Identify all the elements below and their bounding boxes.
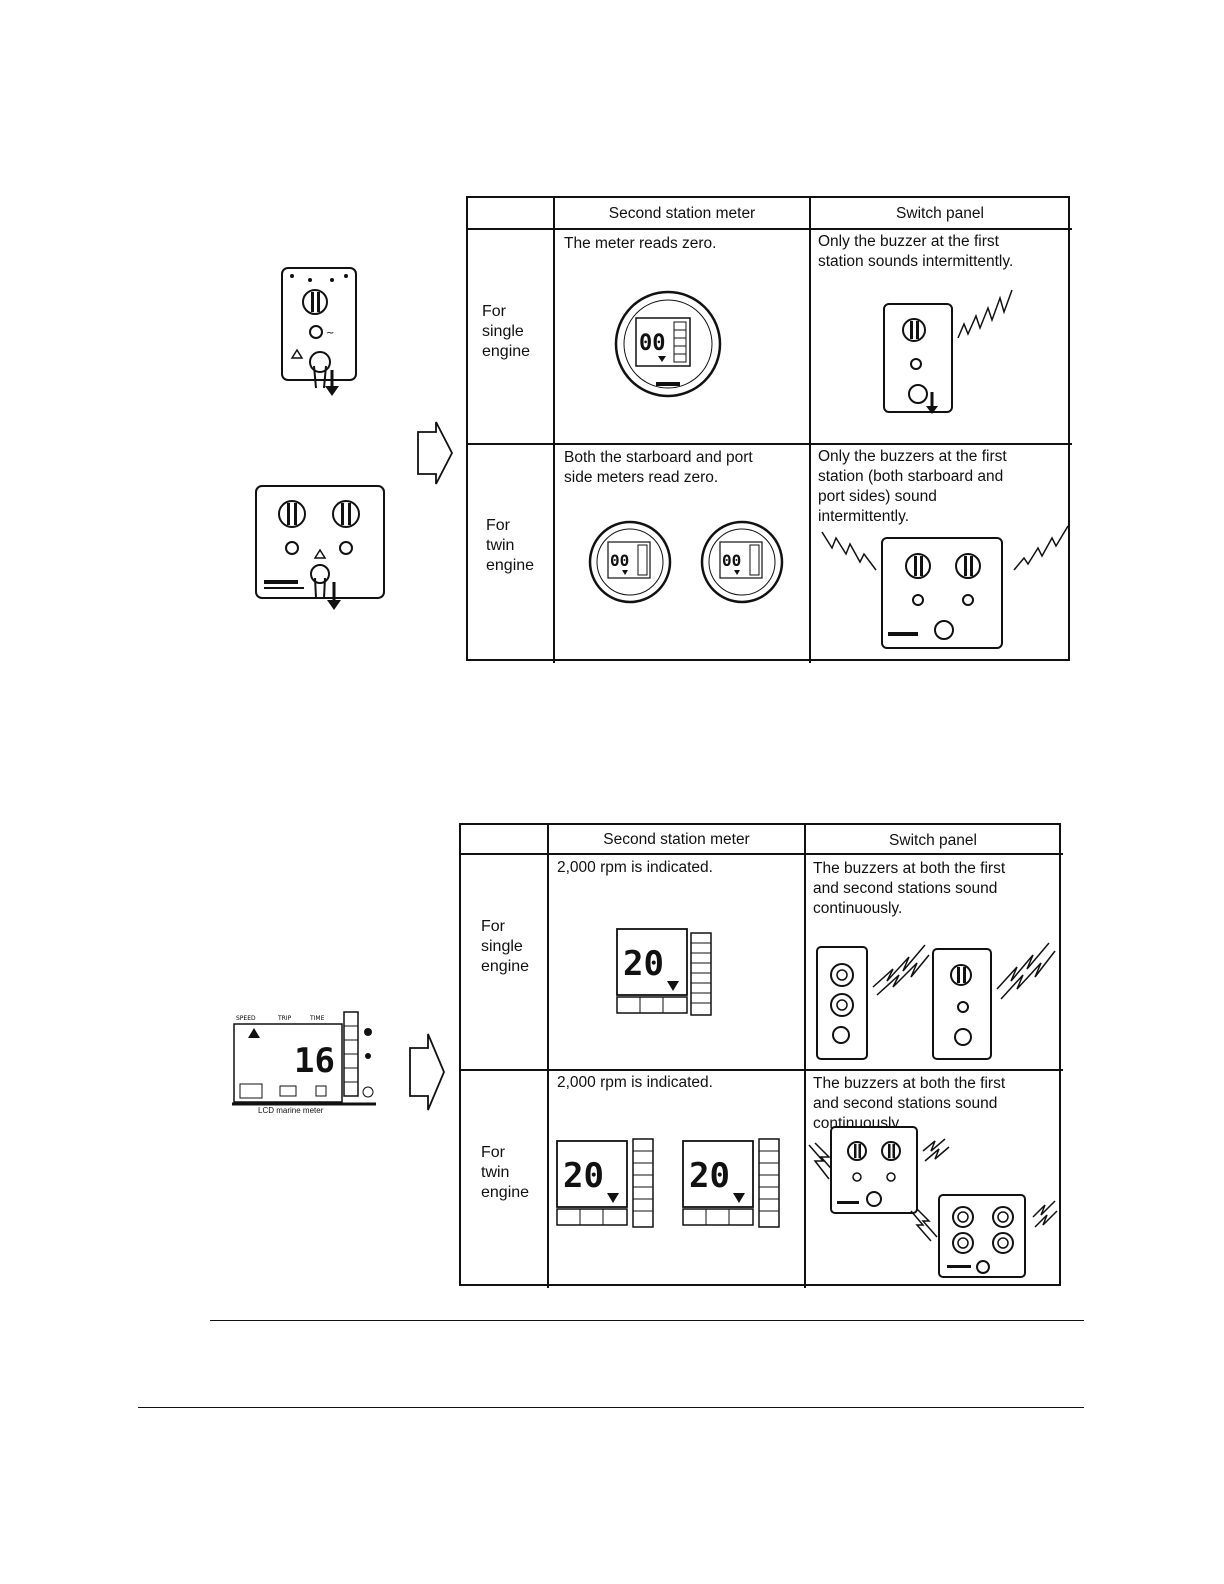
digital-tachometer: 20 [616, 928, 712, 1016]
arrow-right-icon [409, 1033, 445, 1111]
page-footer-rule [138, 1407, 1084, 1408]
header-second-station-meter: Second station meter [603, 831, 750, 848]
single-switch-text: The buzzers at both the first and second… [813, 860, 1006, 917]
svg-text:~: ~ [326, 328, 334, 339]
lcd-label-trip: TRIP [277, 1015, 292, 1022]
round-meter-gauge: 00 [614, 290, 722, 398]
twin-switch-text: Only the buzzers at the first station (b… [818, 448, 1007, 525]
meter-display-digits: 00 [639, 331, 666, 356]
meter-display-digits: 00 [722, 551, 741, 570]
tachometer-digits: 20 [563, 1156, 604, 1196]
single-meter-text: 2,000 rpm is indicated. [557, 859, 713, 876]
lcd-label-time: TIME [309, 1015, 325, 1022]
twin-meter-text: 2,000 rpm is indicated. [557, 1074, 713, 1091]
arrow-right-icon [417, 421, 454, 485]
lcd-marine-meter-illustration: SPEED TRIP TIME 16 [232, 1011, 376, 1106]
header-switch-panel: Switch panel [896, 205, 984, 222]
single-meter-text: The meter reads zero. [564, 235, 717, 252]
top-status-table: Second station meter Switch panel For si… [466, 196, 1072, 663]
row-label-single-engine: For single engine [482, 303, 531, 360]
lcd-display-digits: 16 [294, 1041, 335, 1081]
row-label-twin-engine: For twin engine [486, 517, 535, 574]
digital-tachometer-port: 20 [682, 1138, 780, 1228]
single-switch-text: Only the buzzer at the first station sou… [818, 233, 1014, 270]
switch-panel-buzzing-icon [883, 289, 1013, 414]
digital-tachometer-starboard: 20 [556, 1138, 654, 1228]
twin-switch-panels-buzzing-icon [808, 1126, 1058, 1278]
lcd-label-speed: SPEED [236, 1015, 256, 1022]
header-second-station-meter: Second station meter [608, 205, 756, 222]
lcd-meter-caption: LCD marine meter [258, 1106, 324, 1115]
bottom-status-table: Second station meter Switch panel For si… [459, 823, 1063, 1288]
tachometer-digits: 20 [689, 1156, 730, 1196]
tachometer-digits: 20 [623, 944, 664, 984]
single-switch-panel-illustration: ~ [281, 267, 357, 396]
row-label-twin-engine: For twin engine [481, 1144, 530, 1201]
header-switch-panel: Switch panel [889, 832, 977, 849]
round-meter-gauge-starboard: 00 [588, 520, 672, 604]
twin-meter-text: Both the starboard and port side meters … [564, 449, 753, 486]
row-label-single-engine: For single engine [481, 918, 530, 975]
section-divider [210, 1320, 1084, 1321]
switch-panels-buzzing-icon [816, 942, 1056, 1060]
twin-switch-panel-illustration [255, 485, 385, 610]
round-meter-gauge-port: 00 [700, 520, 784, 604]
meter-display-digits: 00 [610, 551, 629, 570]
twin-switch-panel-buzzing-icon [821, 525, 1069, 649]
